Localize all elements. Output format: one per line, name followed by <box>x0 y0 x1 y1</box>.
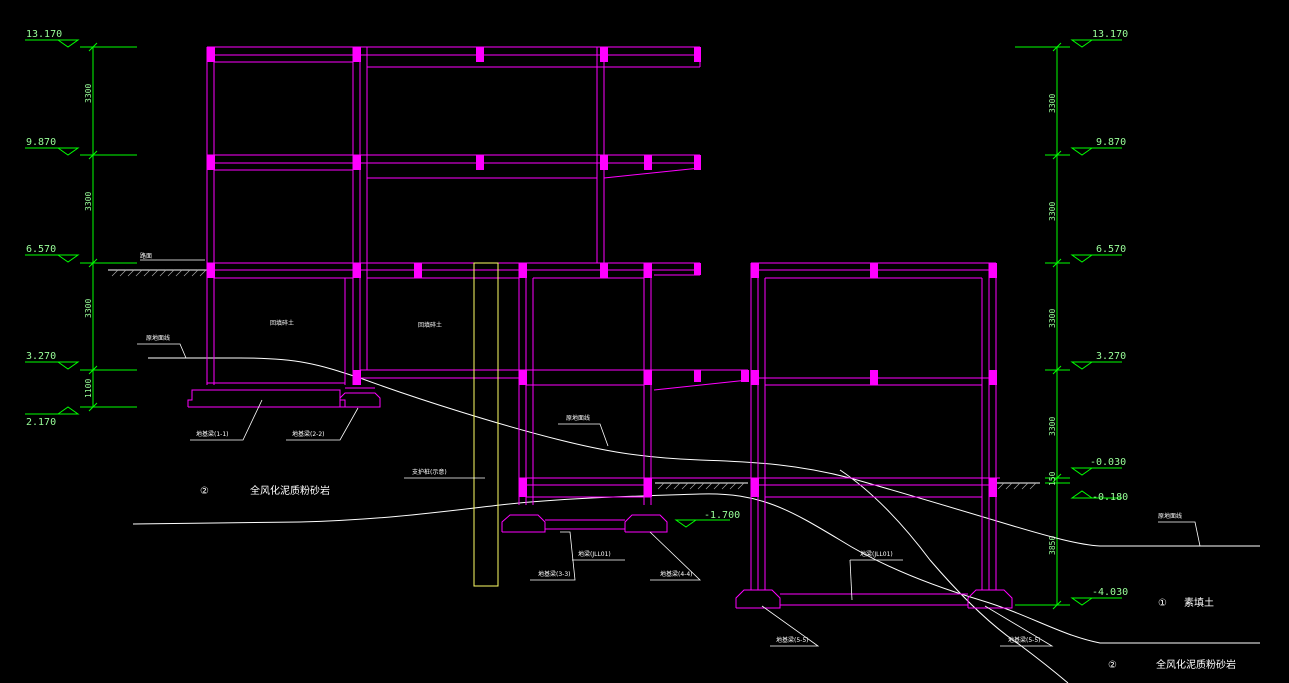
support-pile <box>473 262 499 587</box>
stratum-2-number: ① <box>1158 598 1167 609</box>
dim-right-4: 3300 <box>1048 417 1057 436</box>
level-right-1: 13.170 <box>1092 29 1128 40</box>
stratum-3-text: 全风化泥质粉砂岩 <box>1156 658 1236 671</box>
label-foundation-4: 地基梁(4-4) <box>660 570 692 578</box>
label-orig-ground-1: 原地面线 <box>146 334 170 342</box>
label-foundation-5b: 地基梁(5-5) <box>1008 636 1040 644</box>
left-dimension-chain <box>25 39 137 415</box>
level-right-3: 6.570 <box>1096 244 1126 255</box>
right-dimension-chain <box>1015 39 1122 610</box>
level-mid-marker <box>674 519 730 528</box>
stratum-1-number: ② <box>200 486 209 497</box>
level-left-3: 6.570 <box>26 244 56 255</box>
label-tie-beam-1: 地梁(JLL01) <box>578 550 611 558</box>
label-road: 路面 <box>140 252 152 260</box>
label-foundation-3: 地基梁(3-3) <box>538 570 570 578</box>
level-left-4: 3.270 <box>26 351 56 362</box>
stratum-1-text: 全风化泥质粉砂岩 <box>250 484 330 497</box>
level-right-4: 3.270 <box>1096 351 1126 362</box>
label-foundation-1: 地基梁(1-1) <box>196 430 228 438</box>
dim-left-1: 3300 <box>84 84 93 103</box>
structure-frame <box>187 46 1013 609</box>
dim-right-2: 3300 <box>1048 202 1057 221</box>
stratum-3-number: ② <box>1108 660 1117 671</box>
level-right-6: -0.180 <box>1092 492 1128 503</box>
stratum-2-text: 素填土 <box>1184 596 1214 609</box>
dim-right-1: 3300 <box>1048 94 1057 113</box>
dim-left-2: 3300 <box>84 192 93 211</box>
level-right-7: -4.030 <box>1092 587 1128 598</box>
level-mid: -1.700 <box>704 510 740 521</box>
level-right-5: -0.030 <box>1090 457 1126 468</box>
dim-left-4: 1100 <box>84 379 93 398</box>
label-pile: 支护桩(示意) <box>412 468 447 476</box>
level-left-2: 9.870 <box>26 137 56 148</box>
dim-right-3: 3300 <box>1048 309 1057 328</box>
label-backfill-2: 回填碎土 <box>418 321 442 329</box>
label-foundation-2: 地基梁(2-2) <box>292 430 324 438</box>
label-orig-ground-3: 原地面线 <box>1158 512 1182 520</box>
label-tie-beam-2: 地梁(JLL01) <box>860 550 893 558</box>
label-orig-ground-2: 原地面线 <box>566 414 590 422</box>
dim-right-6: 3850 <box>1048 536 1057 555</box>
ground-hatching <box>111 269 1037 490</box>
level-left-1: 13.170 <box>26 29 62 40</box>
label-backfill-1: 回填碎土 <box>270 319 294 327</box>
leader-lines <box>137 259 1201 647</box>
label-foundation-5a: 地基梁(5-5) <box>776 636 808 644</box>
level-left-5: 2.170 <box>26 417 56 428</box>
column-heads <box>207 47 997 497</box>
level-right-2: 9.870 <box>1096 137 1126 148</box>
ground-lines <box>108 269 1260 683</box>
dim-left-3: 3300 <box>84 299 93 318</box>
dim-right-5: 150 <box>1048 471 1057 486</box>
